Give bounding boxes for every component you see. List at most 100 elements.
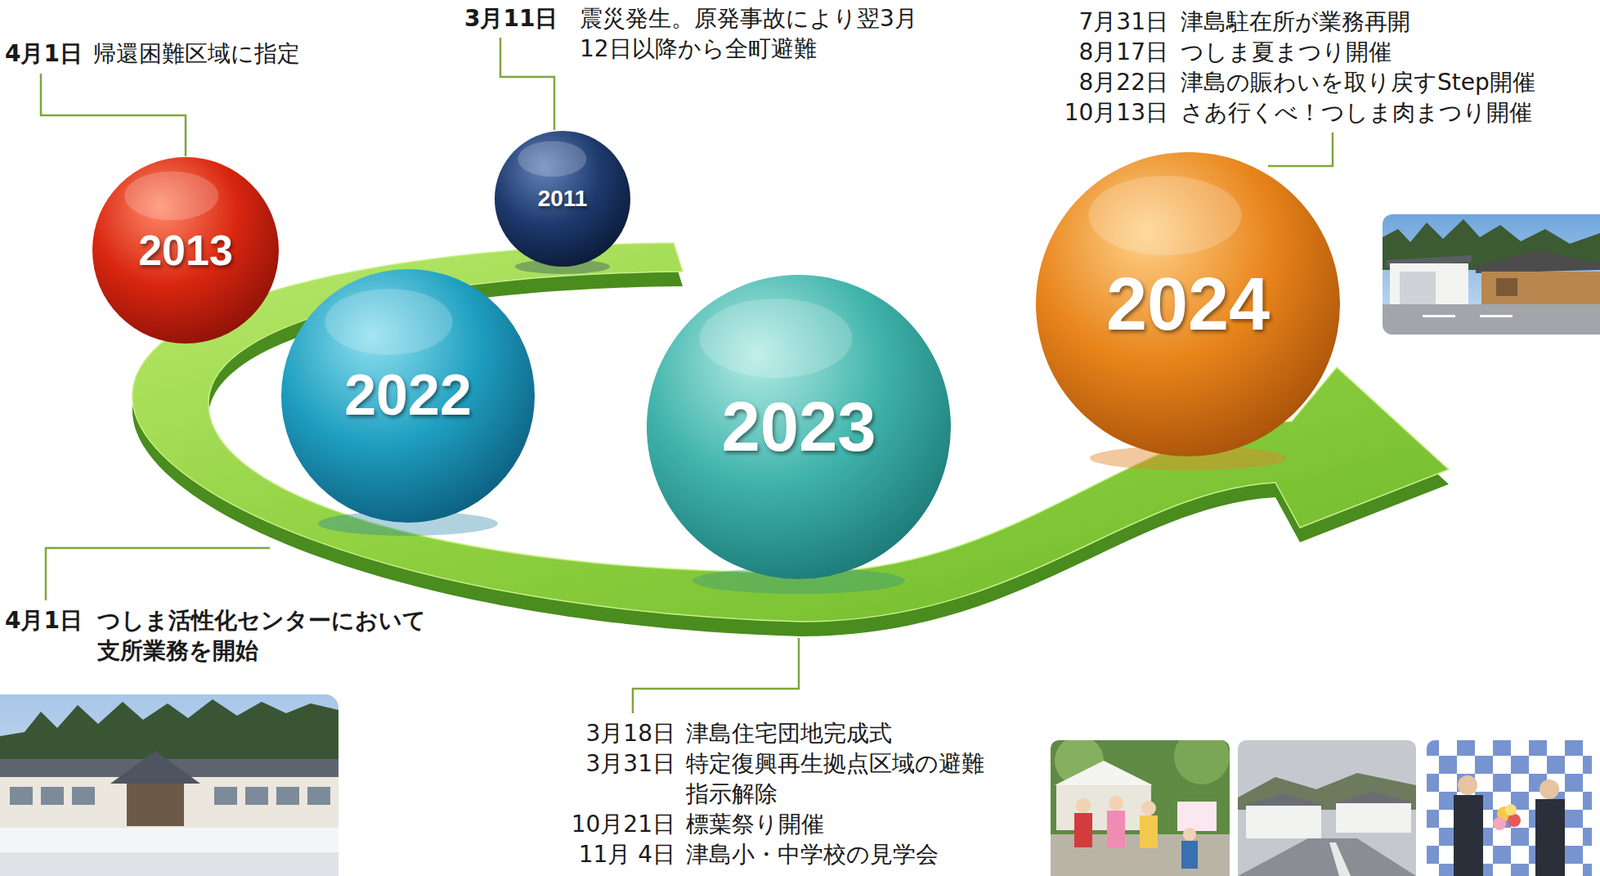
event-date: 3月18日: [560, 717, 676, 749]
event-text: 津島駐在所が業務再開: [1180, 6, 1411, 37]
center-building-photo-part: [276, 786, 300, 805]
event-text: さあ行くべ！つしま肉まつり開催: [1180, 97, 1533, 128]
sphere-body: [494, 130, 631, 267]
police-box-photo-part: [1479, 314, 1513, 318]
event-text: つしま活性化センターにおいて 支所業務を開始: [97, 605, 482, 666]
sphere-body: [92, 156, 279, 344]
event-text: 津島小・中学校の見学会: [685, 838, 1030, 870]
ceremony-photo-part: [1426, 739, 1592, 876]
festival-photo-part: [1074, 812, 1093, 848]
police-box-photo-part: [1422, 314, 1456, 318]
event-row: 10月21日標葉祭り開催: [560, 808, 1030, 839]
ceremony-photo-part: [1492, 816, 1506, 830]
center-building-photo: [0, 694, 339, 876]
housing-photo: [1237, 739, 1417, 876]
event-text: 津島の賑わいを取り戻すStep開催: [1180, 67, 1536, 98]
center-building-photo-part: [110, 750, 201, 784]
center-building-photo-part: [214, 786, 238, 805]
sphere-highlight: [517, 140, 587, 177]
leader-lines-part: [500, 37, 555, 130]
housing-photo-part: [1237, 739, 1417, 876]
center-building-photo-part: [0, 827, 339, 876]
festival-photo: [1050, 739, 1230, 876]
event-text: 震災発生。原発事故により翌3月 12日以降から全町避難: [579, 3, 964, 64]
event-list: 4月1日つしま活性化センターにおいて 支所業務を開始: [4, 605, 482, 666]
festival-photo-part: [1183, 827, 1197, 841]
center-building-photo-part: [40, 786, 64, 805]
event-list: 3月11日震災発生。原発事故により翌3月 12日以降から全町避難: [464, 3, 964, 64]
event-date: 3月31日: [560, 748, 676, 779]
event-row: 8月22日津島の賑わいを取り戻すStep開催: [1054, 67, 1536, 98]
sphere-highlight: [1088, 175, 1242, 256]
event-list: 3月18日津島住宅団地完成式3月31日特定復興再生拠点区域の避難 指示解除10月…: [560, 717, 1030, 870]
festival-photo-part: [1108, 795, 1124, 811]
leader-lines-part: [45, 547, 270, 601]
center-building-photo-part: [126, 783, 184, 826]
event-date: 4月1日: [4, 38, 94, 69]
ceremony-photo: [1426, 739, 1592, 876]
event-row: 8月17日つしま夏まつり開催: [1054, 36, 1536, 68]
event-list: 4月1日帰還困難区域に指定: [4, 38, 301, 69]
leader-lines-part: [40, 73, 186, 157]
sphere-highlight: [124, 170, 219, 220]
event-date: 7月31日: [1054, 6, 1169, 37]
year-sphere: 2022: [280, 268, 536, 524]
event-date: 8月22日: [1054, 67, 1169, 98]
center-building-photo-part: [0, 851, 339, 876]
festival-photo-part: [1141, 800, 1157, 816]
event-date: 10月13日: [1054, 97, 1169, 128]
leader-lines-part: [1268, 132, 1333, 166]
event-text: 津島住宅団地完成式: [685, 717, 1030, 749]
housing-photo-part: [1242, 793, 1325, 806]
event-text: 帰還困難区域に指定: [93, 38, 301, 69]
year-label: 2023: [721, 389, 876, 463]
center-building-photo-part: [0, 699, 339, 765]
year-label: 2022: [344, 365, 472, 426]
year-sphere: 2013: [91, 156, 280, 345]
housing-photo-part: [1332, 791, 1415, 803]
leader-lines-part: [632, 637, 799, 713]
event-row: 3月31日特定復興再生拠点区域の避難 指示解除: [560, 748, 1030, 809]
event-date: 3月11日: [464, 3, 580, 34]
police-box-photo-part: [1475, 250, 1600, 274]
center-building-photo-part: [307, 786, 331, 805]
year-sphere: 2023: [645, 273, 952, 580]
police-box-photo-part: [1481, 271, 1600, 305]
event-row: 11月 4日津島小・中学校の見学会: [560, 838, 1030, 870]
sphere-body: [646, 274, 951, 579]
event-row: 4月1日帰還困難区域に指定: [4, 38, 301, 69]
event-date: 4月1日: [4, 605, 98, 636]
festival-photo-part: [1107, 810, 1125, 848]
festival-photo-part: [1181, 840, 1198, 869]
event-text: 特定復興再生拠点区域の避難 指示解除: [685, 748, 1030, 809]
ceremony-photo-part: [1539, 779, 1560, 799]
year-sphere: 2024: [1035, 151, 1341, 458]
ceremony-photo-part: [1505, 803, 1517, 816]
police-box-photo-part: [1496, 277, 1518, 296]
center-building-photo-part: [9, 786, 33, 805]
year-label: 2013: [138, 228, 234, 274]
police-box-photo-part: [1382, 304, 1600, 335]
festival-photo-part: [1075, 797, 1091, 813]
event-list: 7月31日津島駐在所が業務再開8月17日つしま夏まつり開催8月22日津島の賑わい…: [1054, 6, 1536, 128]
festival-photo-part: [1177, 801, 1217, 831]
year-label: 2011: [537, 186, 588, 211]
sphere-highlight: [325, 288, 453, 355]
event-row: 7月31日津島駐在所が業務再開: [1054, 6, 1536, 37]
sphere-body: [1035, 152, 1341, 457]
festival-photo-part: [1139, 815, 1158, 848]
police-box-photo-part: [1399, 271, 1436, 305]
housing-photo-part: [1329, 842, 1351, 876]
event-date: 11月 4日: [560, 838, 676, 870]
housing-photo-part: [1335, 802, 1412, 833]
festival-photo-part: [1056, 784, 1152, 830]
center-building-photo-part: [245, 786, 269, 805]
event-row: 4月1日つしま活性化センターにおいて 支所業務を開始: [4, 605, 482, 666]
police-box-photo: [1382, 214, 1600, 335]
year-label: 2024: [1106, 265, 1270, 344]
festival-photo-part: [1174, 739, 1230, 785]
police-box-photo-part: [1389, 263, 1469, 305]
center-building-photo-part: [71, 786, 95, 805]
housing-photo-part: [1237, 838, 1417, 876]
